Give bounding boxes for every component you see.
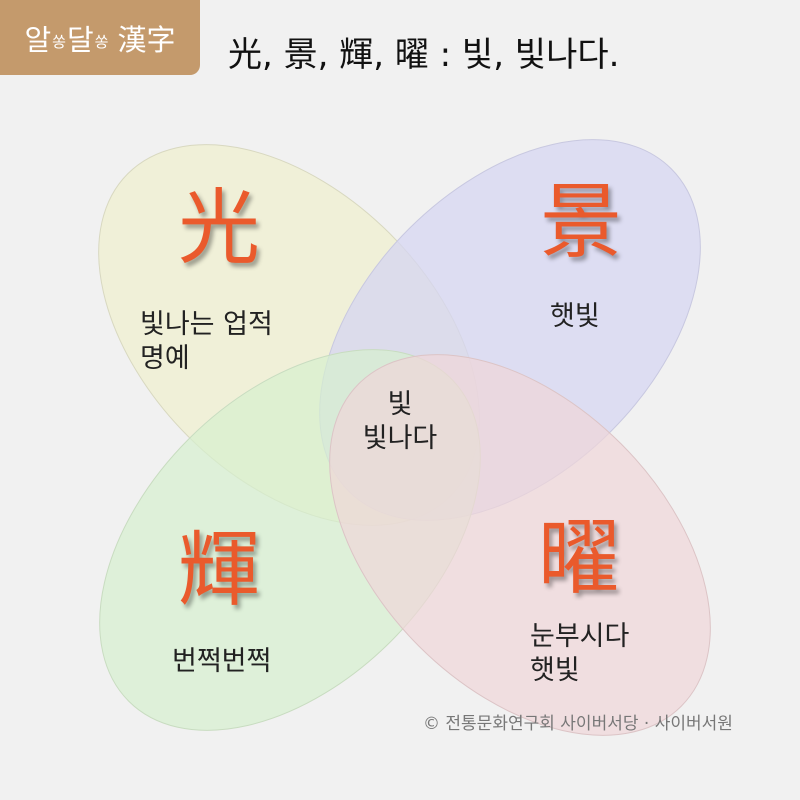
meaning-yo: 눈부시다 햇빛 bbox=[530, 620, 629, 688]
hanja-gwang: 光 bbox=[178, 181, 261, 276]
meaning-line: 명예 bbox=[140, 343, 190, 374]
circle-yo bbox=[329, 354, 711, 736]
page-title: 光, 景, 輝, 曜 : 빛, 빛나다. bbox=[228, 35, 620, 75]
hanja-hwi: 輝 bbox=[178, 523, 261, 618]
badge-text-small: 쏭 bbox=[94, 33, 109, 51]
hanja-yo: 曜 bbox=[538, 511, 621, 606]
common-meaning: 빛 빛나다 bbox=[340, 388, 460, 456]
hanja-gyeong: 景 bbox=[540, 175, 623, 270]
meaning-line: 햇빛 bbox=[530, 655, 580, 686]
badge-text: 달 bbox=[66, 22, 94, 57]
common-meaning-line: 빛 bbox=[387, 389, 413, 420]
meaning-hwi: 번쩍번쩍 bbox=[172, 645, 271, 679]
meaning-line: 빛나는 업적 bbox=[140, 309, 273, 340]
badge-text-small: 쏭 bbox=[52, 33, 66, 51]
common-meaning-line: 빛나다 bbox=[362, 423, 438, 454]
badge-text: 알 bbox=[24, 22, 52, 57]
meaning-gyeong: 햇빛 bbox=[550, 300, 600, 334]
copyright-credit: © 전통문화연구회 사이버서당 · 사이버서원 bbox=[423, 714, 733, 734]
meaning-line: 햇빛 bbox=[550, 301, 600, 332]
meaning-line: 번쩍번쩍 bbox=[172, 646, 272, 677]
meaning-gwang: 빛나는 업적 명예 bbox=[140, 308, 273, 376]
badge-hanja: 漢字 bbox=[117, 22, 176, 57]
meaning-line: 눈부시다 bbox=[530, 621, 630, 652]
